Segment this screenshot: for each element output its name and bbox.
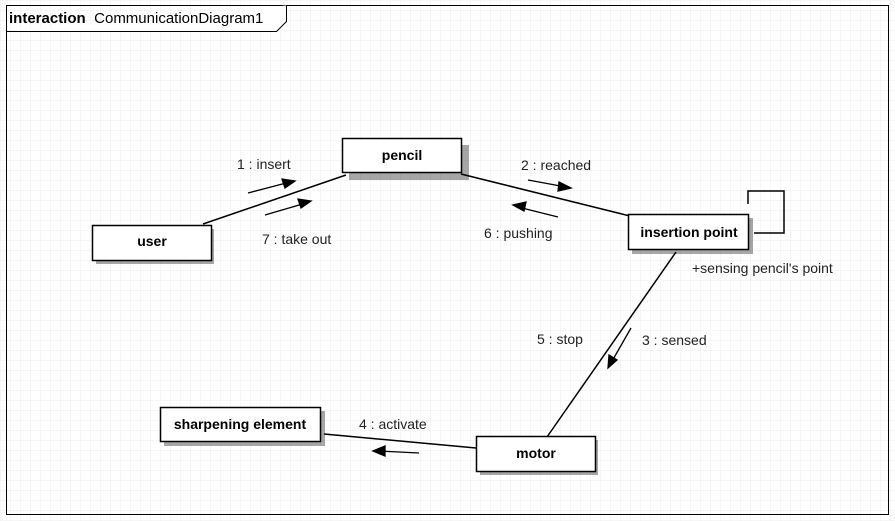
frame-tab bbox=[6, 5, 287, 32]
message-label-sensed: 3 : sensed bbox=[642, 332, 707, 348]
link-user-pencil bbox=[202, 174, 347, 225]
arrowhead-sensed bbox=[607, 353, 619, 370]
link-pencil-insertion bbox=[460, 173, 635, 218]
node-pencil[interactable]: pencil bbox=[341, 137, 470, 181]
message-labels: 1 : insert 2 : reached 3 : sensed 4 : ac… bbox=[237, 156, 833, 432]
arrow-take-out bbox=[264, 202, 307, 216]
node-insertion-point[interactable]: insertion point bbox=[627, 213, 754, 255]
arrowhead-activate bbox=[371, 445, 386, 457]
message-label-stop: 5 : stop bbox=[537, 331, 583, 347]
frame-name: CommunicationDiagram1 bbox=[94, 10, 263, 27]
node-pencil-label: pencil bbox=[382, 147, 422, 163]
node-motor-label: motor bbox=[516, 445, 556, 461]
link-motor-sharpening bbox=[323, 433, 477, 449]
arrow-sensed bbox=[610, 327, 632, 364]
node-motor[interactable]: motor bbox=[475, 435, 599, 476]
message-label-activate: 4 : activate bbox=[359, 416, 427, 432]
frame-title: interaction CommunicationDiagram1 bbox=[9, 10, 263, 27]
frame-keyword: interaction bbox=[9, 10, 86, 27]
node-user[interactable]: user bbox=[91, 224, 215, 265]
arrowhead-take-out bbox=[297, 198, 313, 210]
node-user-label: user bbox=[137, 233, 167, 249]
link-insertion-motor bbox=[546, 251, 677, 438]
message-label-take-out: 7 : take out bbox=[262, 231, 331, 247]
message-label-insert: 1 : insert bbox=[237, 156, 291, 172]
message-label-reached: 2 : reached bbox=[521, 157, 591, 173]
nodes: pencil user insertion point motor sharpe… bbox=[91, 137, 754, 476]
self-message-label: +sensing pencil's point bbox=[692, 260, 833, 276]
node-sharpening-element-label: sharpening element bbox=[174, 416, 307, 432]
arrowhead-insert bbox=[281, 178, 297, 190]
node-sharpening-element[interactable]: sharpening element bbox=[159, 406, 326, 447]
message-arrows bbox=[247, 178, 632, 457]
arrowhead-pushing bbox=[511, 201, 527, 212]
message-label-pushing: 6 : pushing bbox=[484, 225, 553, 241]
self-link-insertion-point bbox=[747, 190, 785, 234]
links bbox=[202, 173, 785, 449]
interaction-frame bbox=[6, 5, 889, 515]
node-insertion-point-label: insertion point bbox=[640, 224, 738, 240]
arrowhead-reached bbox=[557, 181, 573, 192]
